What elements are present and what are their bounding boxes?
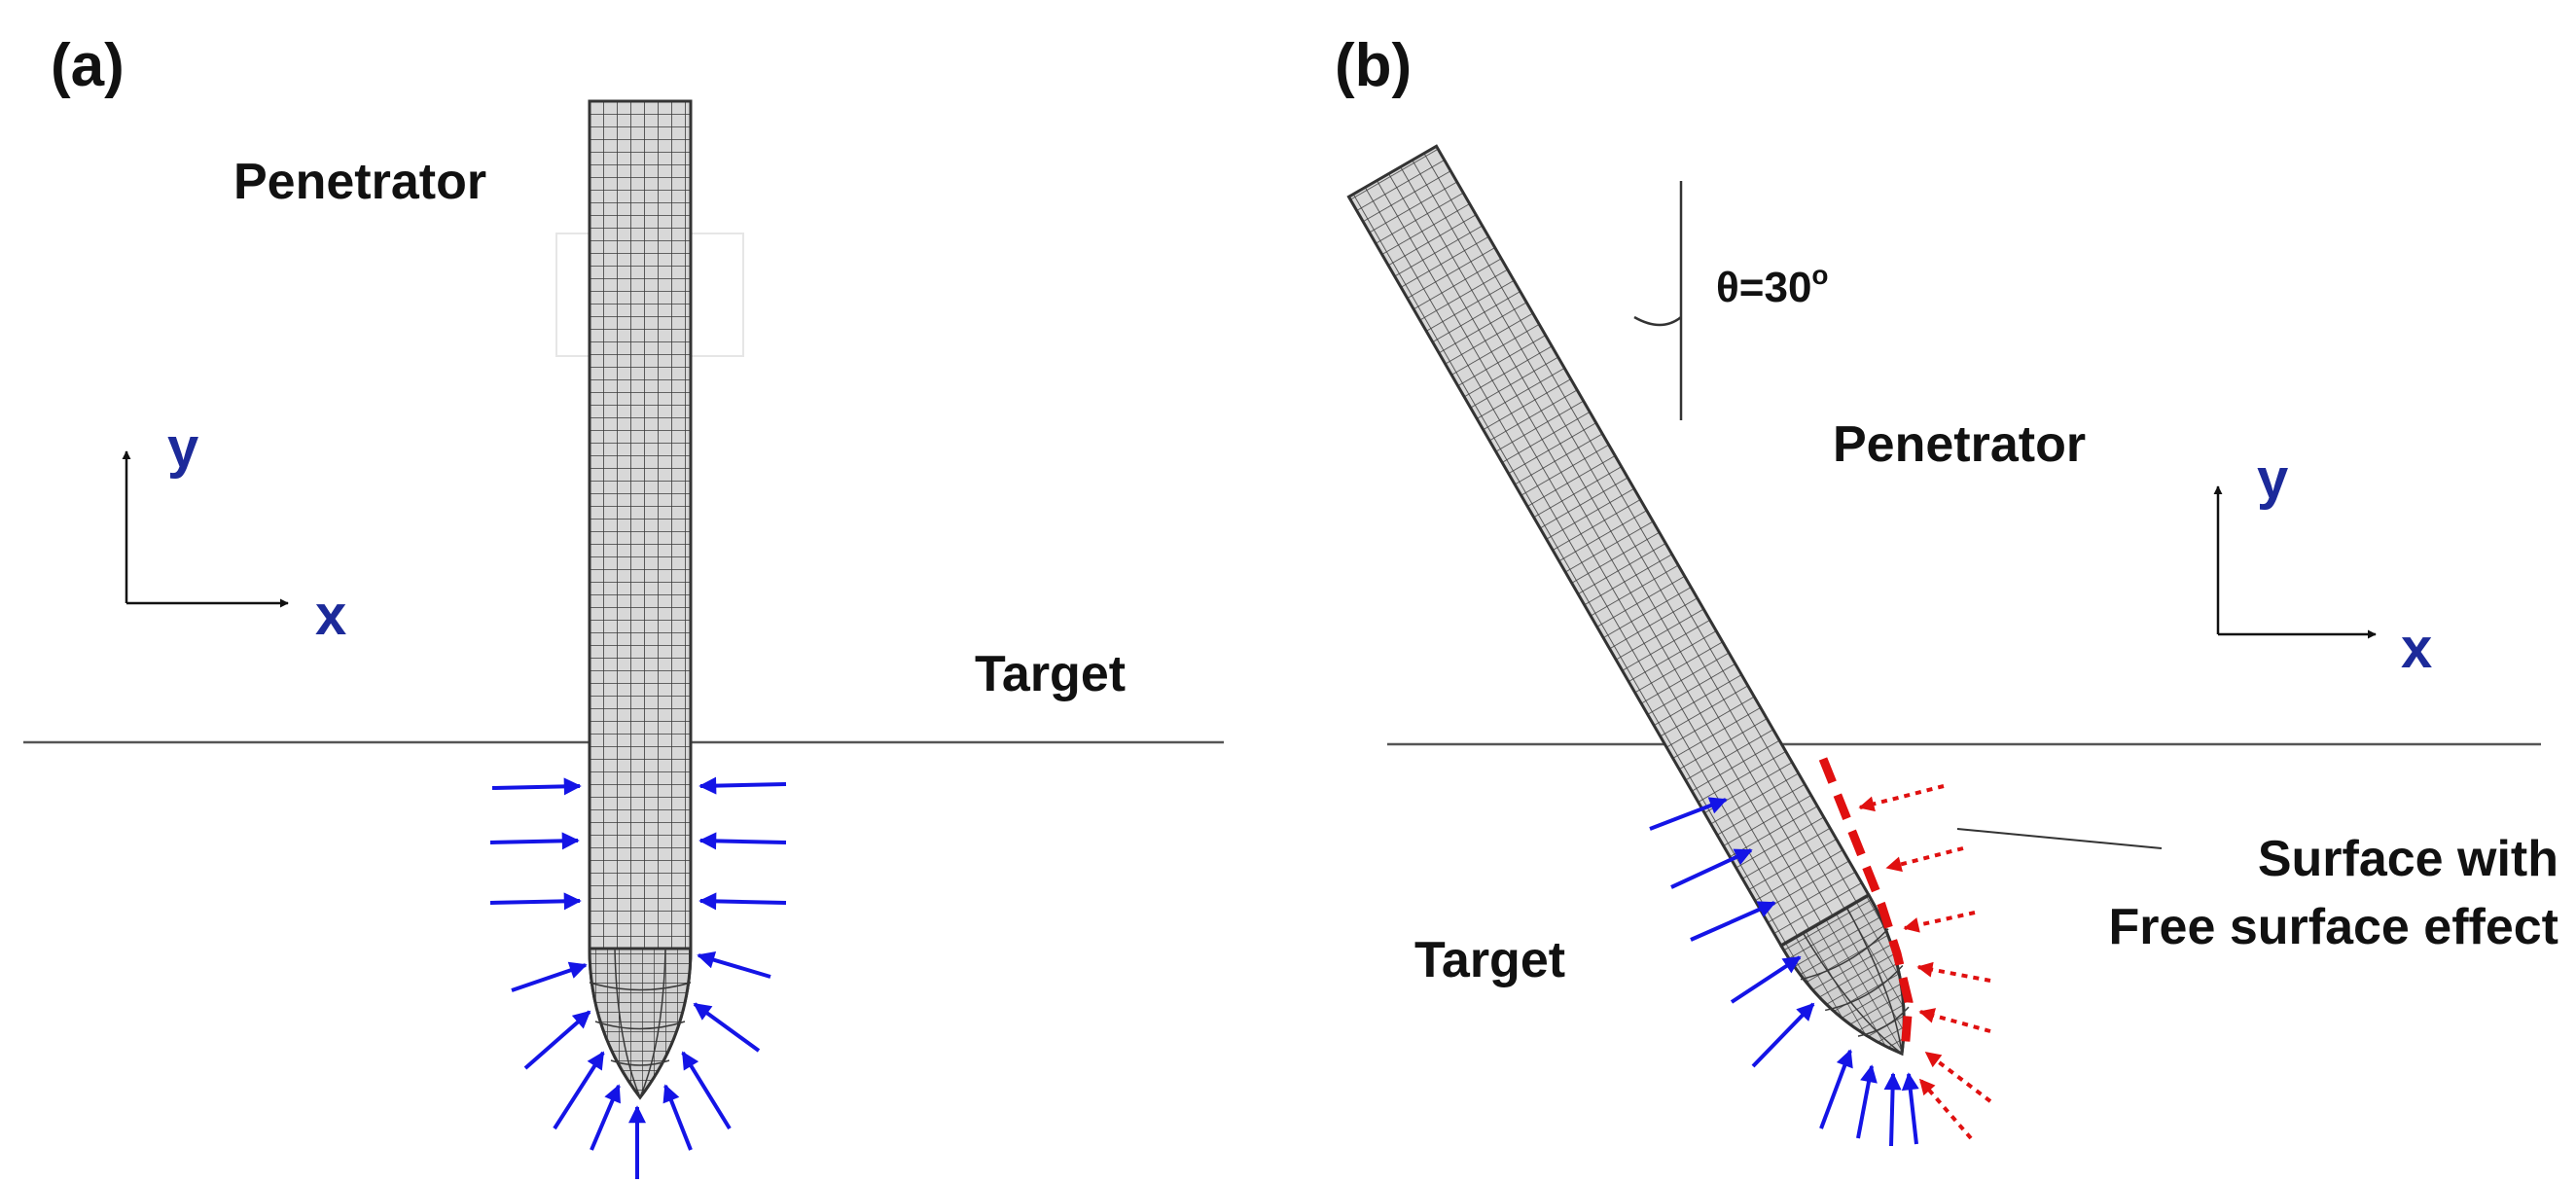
arrow-icon [1690, 901, 1776, 942]
penetrator-label-a: Penetrator [233, 154, 486, 210]
axes-b: y x [2213, 448, 2432, 680]
dotted-arrow-icon [1916, 961, 1991, 983]
y-axis-label-a: y [167, 416, 198, 480]
dotted-arrow-icon [1924, 1051, 1992, 1103]
arrow-icon [697, 950, 771, 979]
annotation-line-2: Free surface effect [2109, 899, 2558, 955]
arrow-icon [1901, 1072, 1919, 1145]
dotted-arrow-icon [1885, 846, 1964, 873]
dotted-arrow-icon [1903, 911, 1976, 933]
free-surface-boundary [1818, 757, 1914, 1054]
pressure-arrows-b [1649, 797, 1919, 1147]
annotation-leader [1956, 828, 2163, 849]
arrow-icon [489, 832, 580, 850]
penetrator-a [588, 99, 693, 1100]
panel-a-label: (a) [51, 32, 125, 99]
arrow-icon [590, 1084, 621, 1151]
arrow-icon [1730, 955, 1802, 1004]
dotted-arrow-icon [1918, 1008, 1991, 1033]
arrow-icon [698, 832, 787, 850]
target-label-b: Target [1414, 932, 1565, 988]
panel-b-label: (b) [1335, 32, 1412, 99]
arrow-icon [491, 777, 582, 796]
arrow-icon [681, 1051, 732, 1130]
arrow-icon [1856, 1064, 1878, 1139]
penetrator-label-b: Penetrator [1833, 416, 2086, 473]
target-label-a: Target [975, 646, 1126, 702]
angle-arc [1633, 315, 1682, 327]
arrow-icon [1819, 1049, 1853, 1129]
panel-b: (b) θ=30o Penetrator Target y x Surface … [1335, 32, 2558, 1147]
arrow-icon [698, 892, 787, 911]
x-axis-label-a: x [315, 584, 346, 647]
panel-a: (a) Penetrator Target y x [23, 32, 1224, 1179]
arrow-icon [1751, 1002, 1815, 1068]
pressure-arrows-a [489, 776, 787, 1179]
arrow-icon [662, 1084, 693, 1151]
arrow-icon [698, 776, 787, 795]
arrow-icon [693, 1002, 761, 1053]
axes-a: y x [122, 416, 346, 647]
arrow-icon [1883, 1072, 1902, 1147]
arrow-icon [1649, 797, 1728, 831]
x-axis-label-b: x [2401, 617, 2432, 680]
annotation-line-1: Surface with [2258, 831, 2558, 887]
y-axis-label-b: y [2257, 448, 2288, 511]
arrow-icon [1670, 848, 1753, 889]
arrow-icon [553, 1051, 605, 1130]
dotted-arrow-icon [1858, 784, 1945, 812]
dotted-arrow-icon [1918, 1078, 1973, 1140]
arrow-icon [489, 892, 582, 911]
penetrator-b [1346, 144, 1910, 1057]
angle-label: θ=30o [1716, 260, 1829, 311]
free-surface-arrows [1858, 784, 1992, 1140]
arrow-icon [523, 1010, 591, 1070]
arrow-icon [511, 961, 588, 992]
